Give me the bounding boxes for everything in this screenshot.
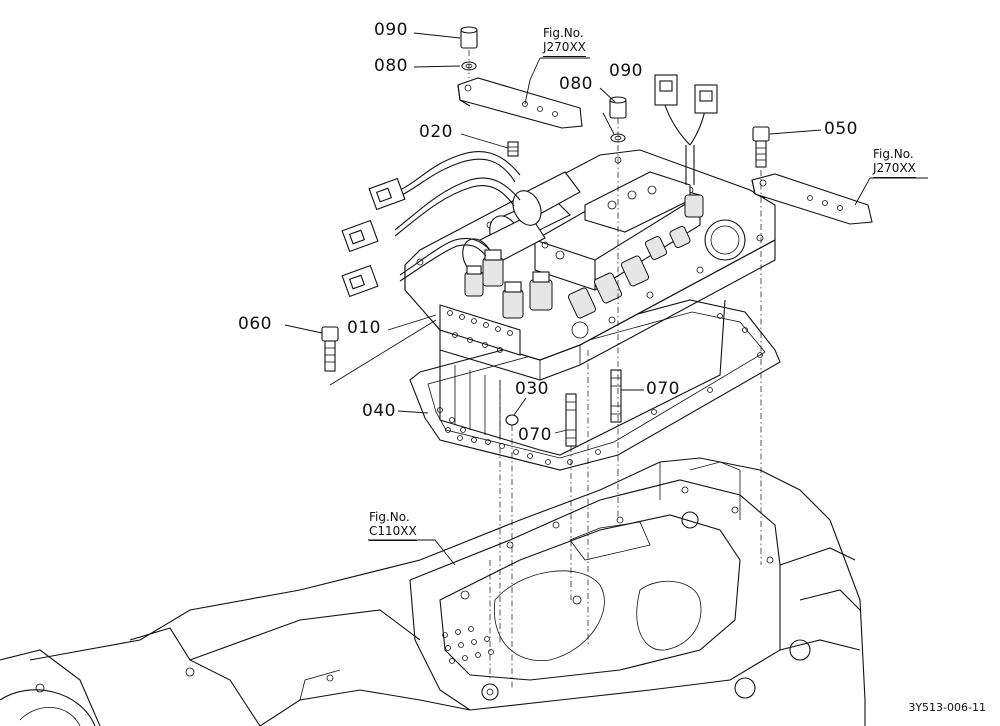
callout-070-right: 070 [646,379,680,399]
plug-020 [507,141,519,157]
callout-090-left: 090 [374,20,408,40]
assembly-centerlines [468,50,762,690]
callout-080-center: 080 [559,74,593,94]
callout-090-center: 090 [609,61,643,81]
connector-top-1 [654,74,678,106]
fig-ref-right: Fig.No. J270XX [873,147,916,178]
bolt-050 [752,126,770,168]
leader-lines [284,32,928,566]
callout-070-left: 070 [518,425,552,445]
fig-ref-bottom-title: Fig.No. [369,510,410,524]
stud-070-left [565,393,577,447]
nut-090-left [460,26,478,49]
fig-ref-right-code: J270XX [873,161,916,178]
callout-010: 010 [347,318,381,338]
valve-body-lower [439,299,726,456]
connector-left-3 [341,264,379,298]
callout-020: 020 [419,122,453,142]
wire-harness-left [394,150,521,282]
fig-ref-bottom-code: C110XX [369,524,417,541]
connector-left-1 [368,177,406,211]
wire-harness-top [664,104,706,185]
oring-030 [505,414,519,426]
fig-ref-top-title: Fig.No. [543,26,584,40]
fig-ref-bottom: Fig.No. C110XX [369,510,417,541]
front-port-block [439,304,521,356]
manifold-block [534,171,701,291]
bolt-060 [321,326,339,372]
fig-ref-right-title: Fig.No. [873,147,914,161]
bracket-right [751,173,873,225]
callout-030: 030 [515,379,549,399]
transmission-case [0,457,866,726]
callout-060: 060 [238,314,272,334]
callout-040: 040 [362,401,396,421]
callout-050: 050 [824,119,858,139]
stud-070-right [610,369,622,423]
bracket-top [457,77,583,129]
callout-080-left: 080 [374,56,408,76]
connector-left-2 [341,219,379,253]
nut-090-center [609,96,627,119]
drawing-code: 3Y513-006-11 [908,701,986,714]
fig-ref-top-code: J270XX [543,40,586,57]
connector-top-2 [694,84,718,114]
cartridge-valves [464,194,704,319]
fig-ref-top: Fig.No. J270XX [543,26,586,57]
case-hole-pattern [442,626,494,664]
